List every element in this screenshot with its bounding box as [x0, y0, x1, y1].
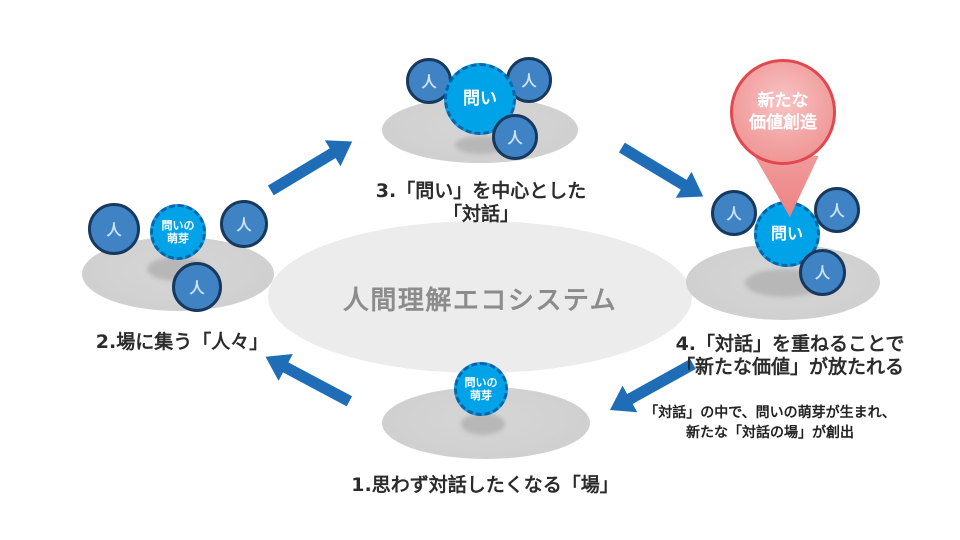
seed-label-line2: 萌芽 — [470, 389, 492, 402]
stage3-caption-line2: 「対話」 — [442, 203, 519, 225]
person-label: 人 — [829, 201, 845, 220]
balloon-label-line1: 新たな — [757, 90, 809, 111]
stage2-seed-circle: 問いの 萌芽 — [150, 204, 206, 260]
person-label: 人 — [421, 72, 437, 91]
arrow-icon — [265, 353, 353, 407]
person-label: 人 — [814, 264, 830, 282]
stage3-caption-line1: 3.「問い」を中心とした — [375, 180, 587, 202]
arrow-stage1-to-stage2 — [256, 339, 359, 419]
question-label: 問い — [463, 88, 497, 109]
stage1-platform-shadow — [461, 413, 505, 435]
stage2-caption: 2.場に集う「人々」 — [95, 331, 269, 353]
person-label: 人 — [189, 278, 205, 297]
stage4-person-circle: 人 — [814, 187, 860, 233]
stage1-seed-circle: 問いの 萌芽 — [454, 362, 508, 416]
center-ellipse — [268, 221, 692, 373]
seed-label-line1: 問いの — [161, 218, 195, 232]
stage4-caption-line1: 4.「対話」を重ねることで — [675, 333, 905, 355]
stage1-caption: 1.思わず対話したくなる「場」 — [351, 474, 619, 496]
stage4-person-circle: 人 — [799, 249, 846, 296]
diagram-title: 人間理解エコシステム — [342, 286, 618, 316]
cycle-note-line2: 新たな「対話の場」が創出 — [686, 425, 854, 441]
arrow-stage4-to-stage1 — [600, 346, 702, 427]
stage2-person-circle: 人 — [220, 200, 268, 248]
arrow-icon — [609, 358, 696, 413]
stage2-person-circle: 人 — [172, 262, 222, 312]
person-label: 人 — [726, 204, 742, 223]
balloon-label-line2: 価値創造 — [749, 113, 817, 133]
person-label: 人 — [507, 128, 523, 147]
stage2-person-circle: 人 — [88, 203, 140, 255]
arrow-stage2-to-stage3 — [260, 124, 362, 207]
cycle-note-line1: 「対話」の中で、問いの萌芽が生まれ、 — [644, 405, 896, 421]
new-value-balloon: 新たな 価値創造 — [730, 59, 836, 165]
arrow-icon — [618, 142, 704, 198]
new-value-balloon-tail — [754, 156, 819, 217]
stage4-caption-line2: 「新たな価値」が放たれる — [675, 356, 904, 378]
stage3-person-circle: 人 — [492, 114, 538, 160]
person-label: 人 — [106, 220, 122, 239]
person-label: 人 — [236, 215, 252, 234]
stage4-person-circle: 人 — [711, 190, 757, 236]
arrow-stage3-to-stage4 — [611, 130, 713, 213]
seed-label-line1: 問いの — [464, 375, 498, 389]
question-label: 問い — [770, 224, 803, 244]
person-label: 人 — [521, 71, 537, 90]
seed-label-line2: 萌芽 — [167, 232, 189, 245]
stage3-question-circle: 問い — [444, 63, 516, 135]
arrow-icon — [267, 140, 353, 196]
